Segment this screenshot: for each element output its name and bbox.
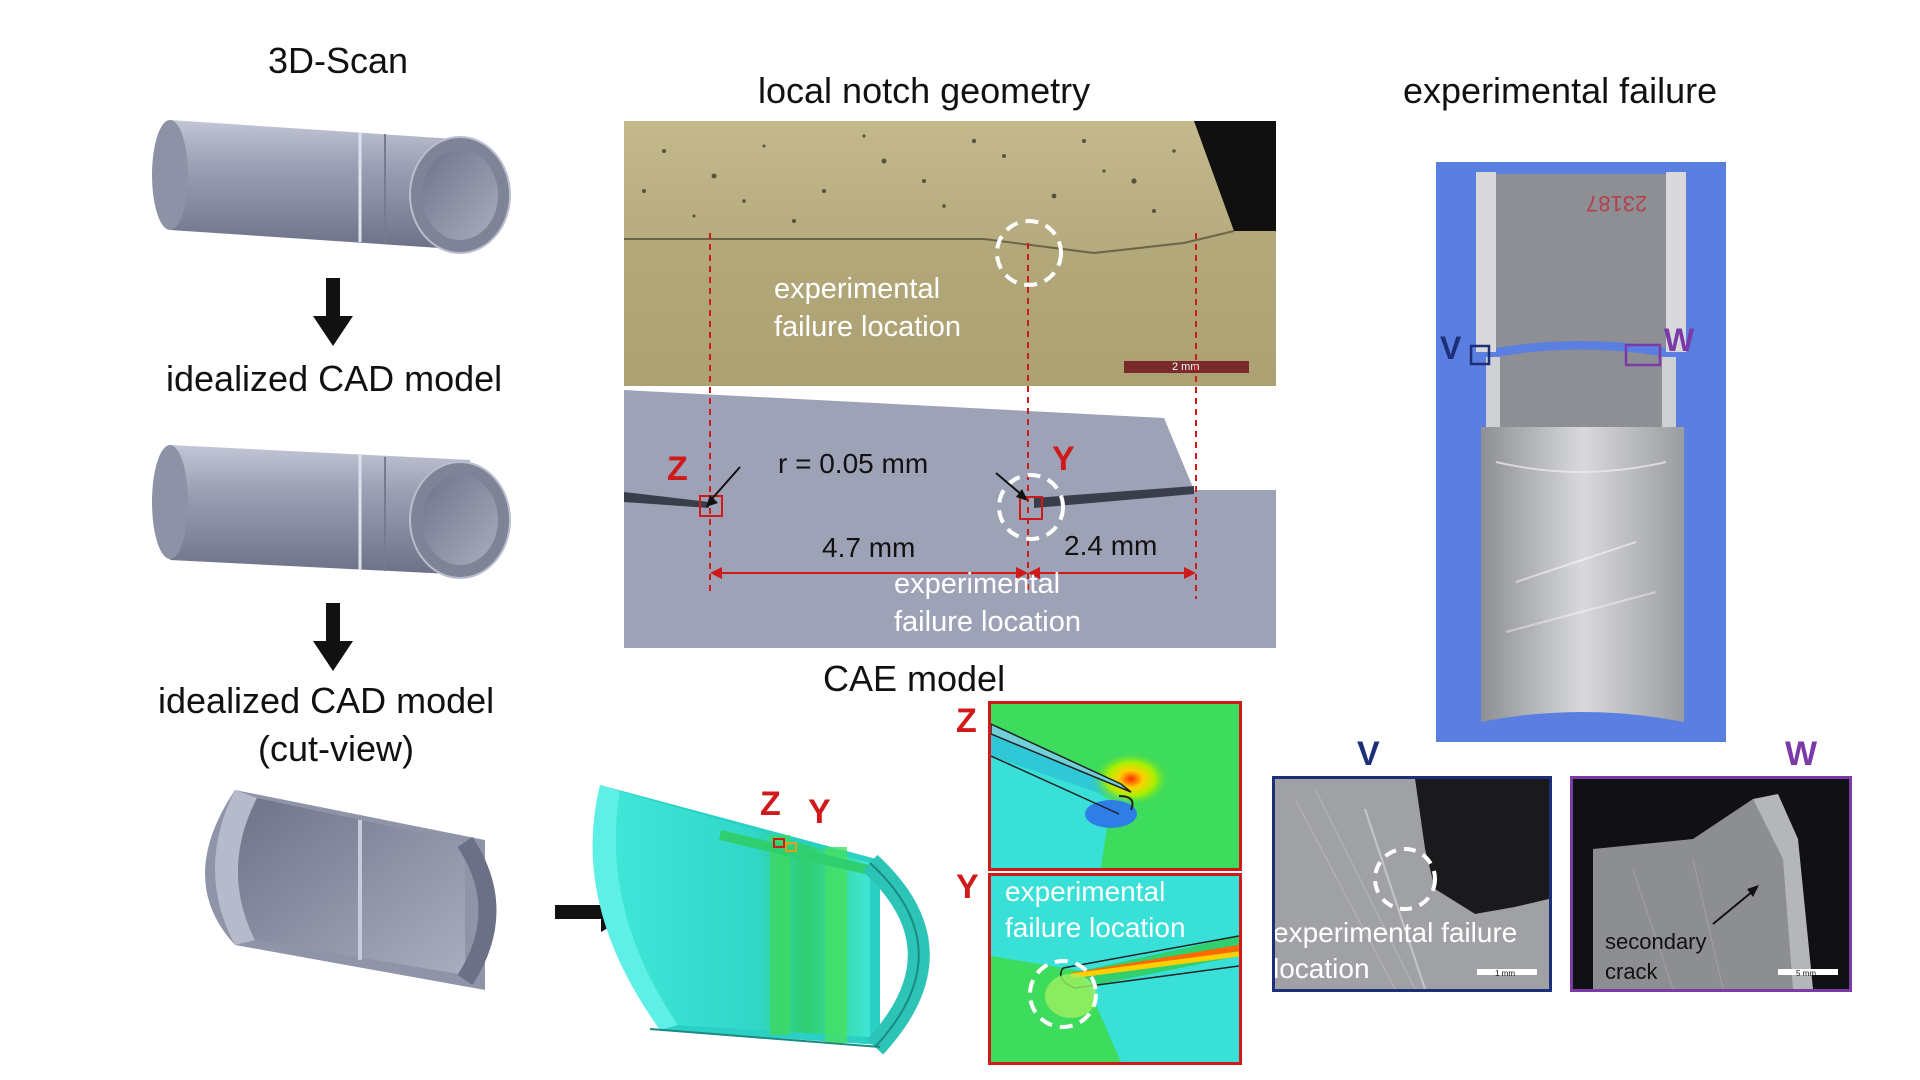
marker-v: V — [1440, 330, 1462, 366]
failure-specimen-photo: 23187 — [1436, 162, 1726, 742]
specimen-number: 23187 — [1586, 191, 1648, 216]
cut-view-image — [205, 790, 497, 990]
cae-inset-y: experimental failure location — [988, 873, 1242, 1065]
cad-tube-image — [152, 445, 511, 579]
failure-title: experimental failure — [1403, 70, 1718, 111]
inset-marker-y: Y — [956, 868, 979, 906]
cae-marker-z: Z — [760, 785, 781, 823]
cae-model-image — [592, 785, 930, 1055]
marker-y: Y — [1052, 440, 1075, 478]
panel-v-label-line1: experimental failure — [1273, 917, 1518, 948]
inset-failure-label-line1: experimental — [1005, 876, 1166, 907]
notch-title: local notch geometry — [758, 70, 1091, 111]
marker-z: Z — [667, 450, 688, 488]
cae-title: CAE model — [823, 658, 1006, 699]
notch-cad-section — [624, 390, 1276, 648]
scan-title: 3D-Scan — [268, 40, 409, 81]
cad-failure-label-line1: experimental — [894, 568, 1061, 600]
cut-view-title-line1: idealized CAD model — [158, 680, 495, 721]
down-arrow-icon — [313, 603, 353, 671]
panel-w-title: W — [1785, 735, 1818, 773]
fractograph-w: 5 mm secondary crack — [1570, 776, 1852, 992]
cad-title: idealized CAD model — [166, 358, 503, 399]
panel-v-scale: 1 mm — [1495, 969, 1515, 978]
panel-w-scale: 5 mm — [1796, 969, 1816, 978]
inset-marker-z: Z — [956, 702, 977, 740]
micro-failure-label-line1: experimental — [774, 273, 941, 305]
dimension-right-label: 2.4 mm — [1064, 530, 1158, 561]
notch-micrograph: 2 mm experimental failure location — [624, 121, 1276, 386]
panel-v-label-line2: location — [1273, 953, 1370, 984]
radius-label: r = 0.05 mm — [778, 448, 929, 479]
panel-w-label-line1: secondary — [1605, 929, 1707, 954]
dashed-circle-icon — [995, 219, 1063, 287]
scan-tube-image — [152, 120, 511, 254]
panel-v-title: V — [1357, 735, 1380, 773]
dimension-overlay — [699, 219, 1197, 599]
cad-failure-label-line2: failure location — [894, 606, 1081, 638]
cut-view-title-line2: (cut-view) — [258, 728, 415, 769]
cae-inset-z — [988, 701, 1242, 871]
down-arrow-icon — [313, 278, 353, 346]
fractograph-v: 1 mm experimental failure location — [1272, 776, 1552, 992]
micro-failure-label-line2: failure location — [774, 311, 961, 343]
cae-marker-y: Y — [808, 793, 831, 831]
dashed-circle-icon — [997, 473, 1065, 541]
inset-failure-label-line2: failure location — [1005, 912, 1186, 943]
marker-w: W — [1664, 322, 1695, 358]
dashed-circle-icon — [1028, 959, 1098, 1029]
dashed-circle-icon — [1373, 847, 1437, 911]
panel-w-label-line2: crack — [1605, 959, 1658, 984]
dimension-left-label: 4.7 mm — [822, 532, 916, 563]
scale-bar-label: 2 mm — [1172, 361, 1200, 373]
